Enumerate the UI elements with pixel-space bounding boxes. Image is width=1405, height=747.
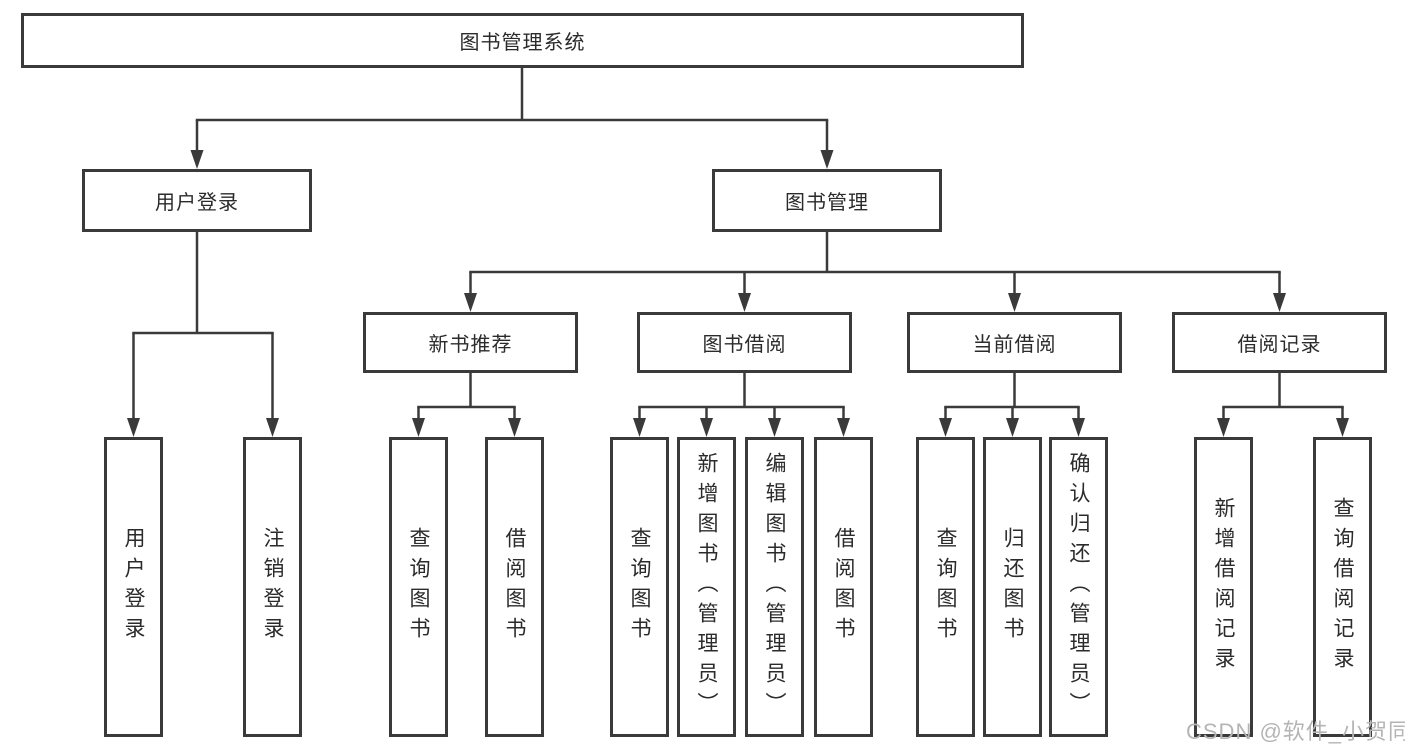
node-label: 编辑图书（管理员） <box>763 452 786 722</box>
node-new-book-recommend: 新书推荐 <box>363 312 578 373</box>
node-label: 当前借阅 <box>972 334 1057 356</box>
connector-book-borrow <box>633 373 850 437</box>
node-user-login: 用户登录 <box>82 169 312 232</box>
node-label: 用户登录 <box>122 527 145 647</box>
leaf-query-books-borrow: 查询图书 <box>610 437 669 737</box>
leaf-return-books: 归还图书 <box>983 437 1042 737</box>
leaf-add-borrow-record: 新增借阅记录 <box>1194 437 1253 737</box>
node-book-management: 图书管理 <box>712 169 942 232</box>
connector-book-mgmt <box>464 232 1286 312</box>
watermark-text: CSDN @软件_小贺同学 <box>1186 719 1405 744</box>
connector-root <box>190 68 834 169</box>
node-label: 图书管理系统 <box>459 32 586 54</box>
node-label: 图书管理 <box>785 192 869 214</box>
node-root-system: 图书管理系统 <box>21 13 1024 68</box>
node-current-borrow: 当前借阅 <box>907 312 1122 373</box>
leaf-query-borrow-record: 查询借阅记录 <box>1313 437 1372 737</box>
leaf-user-login: 用户登录 <box>104 437 163 737</box>
node-label: 新增图书（管理员） <box>695 452 718 722</box>
leaf-borrow-books: 借阅图书 <box>814 437 873 737</box>
node-borrow-records: 借阅记录 <box>1172 312 1387 373</box>
connector-new-book <box>412 373 521 437</box>
connector-user-login <box>127 232 279 437</box>
node-label: 查询图书 <box>407 527 430 647</box>
node-label: 确认归还（管理员） <box>1067 452 1090 722</box>
node-label: 借阅图书 <box>832 527 855 647</box>
node-label: 查询图书 <box>934 527 957 647</box>
node-label: 用户登录 <box>155 192 239 214</box>
leaf-edit-book-admin: 编辑图书（管理员） <box>745 437 804 737</box>
node-label: 新增借阅记录 <box>1212 497 1235 677</box>
node-label: 图书借阅 <box>702 334 787 356</box>
leaf-borrow-books-recommend: 借阅图书 <box>485 437 544 737</box>
node-label: 借阅记录 <box>1237 334 1322 356</box>
connector-current-borrow <box>939 373 1085 437</box>
leaf-query-books-current: 查询图书 <box>916 437 975 737</box>
node-label: 查询图书 <box>628 527 651 647</box>
node-label: 注销登录 <box>261 527 284 647</box>
leaf-add-book-admin: 新增图书（管理员） <box>677 437 736 737</box>
leaf-logout: 注销登录 <box>243 437 302 737</box>
node-book-borrow: 图书借阅 <box>637 312 852 373</box>
node-label: 归还图书 <box>1001 527 1024 647</box>
connector-borrow-records <box>1217 373 1349 437</box>
leaf-query-books-recommend: 查询图书 <box>389 437 448 737</box>
node-label: 借阅图书 <box>503 527 526 647</box>
node-label: 新书推荐 <box>428 334 513 356</box>
node-label: 查询借阅记录 <box>1331 497 1354 677</box>
leaf-confirm-return-admin: 确认归还（管理员） <box>1049 437 1108 737</box>
